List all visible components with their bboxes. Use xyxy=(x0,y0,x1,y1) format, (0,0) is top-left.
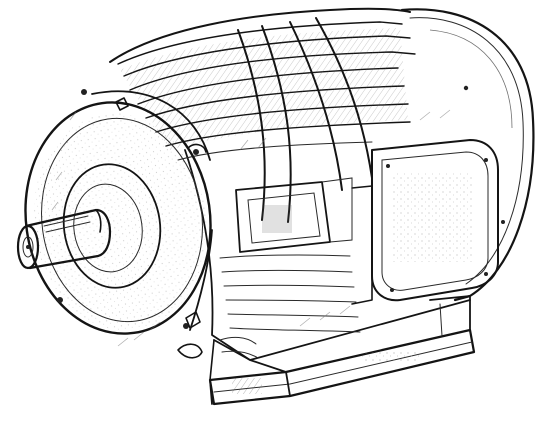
front-bolt xyxy=(193,149,199,155)
side-vent-frame xyxy=(235,177,353,253)
front-end-shield xyxy=(24,89,213,335)
fittings xyxy=(115,97,259,359)
cooling-fins xyxy=(117,21,416,161)
motor-shaft xyxy=(16,208,112,270)
mounting-feet xyxy=(208,295,476,406)
front-bolt xyxy=(81,89,87,95)
rear-bolt xyxy=(501,220,505,224)
stator-housing xyxy=(109,7,471,361)
sketch-shading xyxy=(51,109,451,347)
rear-fan-cover xyxy=(400,8,535,302)
front-bolt xyxy=(183,323,189,329)
front-bolt xyxy=(57,297,63,303)
rear-bolt xyxy=(463,85,469,91)
terminal-box xyxy=(351,139,499,305)
lower-fins xyxy=(219,254,361,333)
